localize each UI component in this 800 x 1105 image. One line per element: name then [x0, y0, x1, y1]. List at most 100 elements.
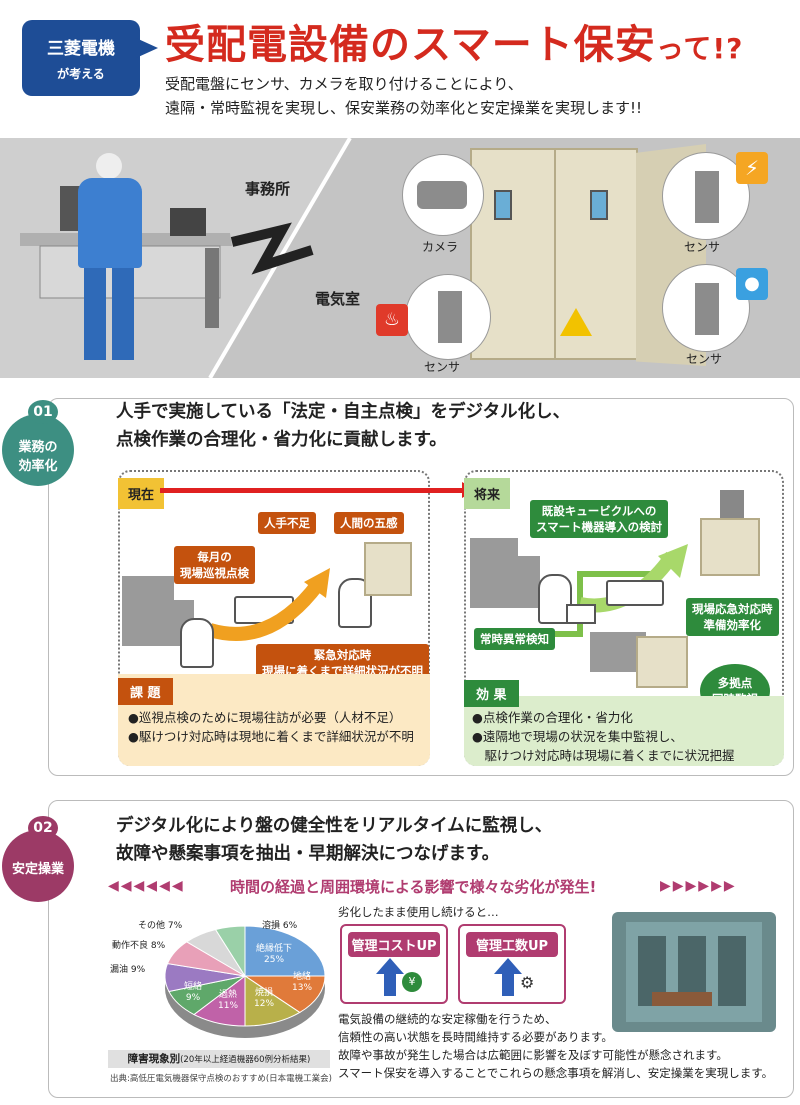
issue-item: ●巡視点検のために現場往訪が必要（人材不足） [128, 710, 402, 725]
trend-left-arrows: ◀◀◀◀◀◀ [108, 878, 185, 894]
callout-patrol: 毎月の現場巡視点検 [174, 546, 255, 584]
warning-icon [560, 308, 592, 336]
continue-text: 劣化したまま使用し続けると… [338, 905, 499, 919]
section-02-number: 02 [28, 816, 58, 840]
office-label: 事務所 [245, 180, 291, 198]
callout-shortage: 人手不足 [258, 512, 316, 534]
badge-tail [136, 38, 158, 58]
building-icon [122, 576, 174, 646]
effect-item: 駆けつけ対応時は現場に着くまでに状況把握 [472, 748, 735, 763]
section-02-label: 安定操業 [11, 862, 64, 877]
pie-chart [164, 925, 326, 1038]
section-02-badge: 安定操業 [2, 830, 74, 902]
building-icon [514, 556, 540, 608]
section-02-heading: デジタル化により盤の健全性をリアルタイムに監視し、 故障や懸案事項を抽出・早期解… [116, 816, 553, 864]
issue-item: ●駆けつけ対応時は現地に着くまで詳細状況が不明 [128, 729, 414, 744]
pie-slice-1 [243, 975, 326, 1014]
timeline-arrow [160, 488, 470, 493]
work-up-box: 管理工数UP ⚙ [458, 924, 566, 1004]
up-arrow-icon [494, 958, 522, 974]
section-01-box [48, 398, 794, 776]
effect-item: ●遠隔地で現場の状況を集中監視し、 [472, 729, 683, 744]
badge-line1: 三菱電機 [47, 39, 115, 59]
helmet-icon [96, 153, 122, 179]
hero-illustration: 事務所 電気室 カメラ ⚡ センサ ♨ センサ ● センサ [0, 138, 800, 378]
callout-prep: 現場応急対応時準備効率化 [686, 598, 779, 636]
cost-up-label: 管理コストUP [348, 932, 440, 957]
section-01-badge: 業務の 効率化 [2, 414, 74, 486]
callout-detect: 常時異常検知 [474, 628, 555, 650]
water-drop-icon: ● [736, 268, 768, 300]
degraded-breaker-photo [612, 912, 776, 1032]
sensor-circle-left [405, 274, 491, 360]
subtitle-line2: 遠隔・常時監視を実現し、保安業務の効率化と安定操業を実現します!! [165, 99, 643, 117]
cost-up-box: 管理コストUP ¥ [340, 924, 448, 1004]
effect-box [464, 696, 784, 766]
sensor-label-top: センサ [684, 240, 721, 254]
building-icon [470, 538, 518, 608]
worker-leg-right [112, 268, 134, 360]
trend-text: 時間の経過と周囲環境による影響で様々な劣化が発生! [230, 878, 597, 896]
sensor-circle-right [662, 264, 750, 352]
pie-label-malfunction: 動作不良 8% [112, 941, 166, 951]
fire-icon: ♨ [376, 304, 408, 336]
worker-body [78, 178, 142, 268]
sensor-circle-top [662, 152, 750, 240]
truck-icon [606, 580, 664, 606]
pie-slice-2 [244, 975, 301, 1027]
gear-icon: ⚙ [520, 973, 535, 992]
sensor-label-left: センサ [424, 360, 461, 374]
subtitle: 受配電盤にセンサ、カメラを取り付けることにより、 遠隔・常時監視を実現し、保安業… [165, 72, 642, 120]
effect-title: 効 果 [464, 680, 519, 707]
switchboard-cabinet [470, 148, 638, 360]
pie-slice-0 [244, 925, 326, 977]
trend-right-arrows: ▶▶▶▶▶▶ [660, 878, 737, 894]
lightning-icon: ⚡ [736, 152, 768, 184]
pie-label-other: その他 7% [138, 921, 183, 931]
pie-caption: 障害現象別(20年以上経過機器60例分析結果) [108, 1050, 330, 1068]
cabinet-icon [700, 518, 760, 576]
electric-room-label: 電気室 [315, 290, 361, 308]
cabinet-icon [636, 636, 688, 688]
pie-label-oil-leak: 漏油 9% [110, 965, 146, 975]
work-up-label: 管理工数UP [466, 932, 558, 957]
section-01-label1: 業務の [18, 440, 58, 455]
source-note: 出典:高低圧電気機器保守点検のおすすめ(日本電機工業会) [110, 1074, 332, 1084]
cabinet-icon [364, 542, 412, 596]
current-tag: 現在 [118, 478, 165, 509]
sensor-icon [695, 283, 719, 335]
section-01-number: 01 [28, 400, 58, 424]
factory-icon [720, 490, 744, 518]
badge-line2: が考える [57, 67, 105, 81]
brand-badge: 三菱電機 が考える [22, 20, 140, 96]
issue-list: ●巡視点検のために現場往訪が必要（人材不足） ●駆けつけ対応時は現地に着くまで詳… [118, 702, 424, 752]
camera-icon [417, 181, 467, 209]
sensor-icon [695, 171, 719, 223]
subtitle-line1: 受配電盤にセンサ、カメラを取り付けることにより、 [165, 75, 523, 93]
callout-review: 既設キュービクルへのスマート機器導入の検討 [530, 500, 669, 538]
section-01-heading: 人手で実施している「法定・自主点検」をデジタル化し、 点検作業の合理化・省力化に… [116, 402, 571, 450]
sensor-icon [438, 291, 462, 343]
page-title: 受配電設備のスマート保安って!? [165, 22, 744, 68]
sensor-label-right: センサ [686, 352, 723, 366]
issue-title: 課 題 [118, 678, 173, 705]
up-arrow-icon [376, 958, 404, 974]
laptop-icon [566, 604, 596, 624]
yen-icon: ¥ [402, 972, 422, 992]
worker-leg-left [84, 268, 106, 360]
effect-item: ●点検作業の合理化・省力化 [472, 710, 633, 725]
camera-circle [402, 154, 484, 236]
worker-icon [180, 618, 214, 668]
pie-label-melt: 溶損 6% [262, 921, 298, 931]
effect-list: ●点検作業の合理化・省力化 ●遠隔地で現場の状況を集中監視し、 駆けつけ対応時は… [462, 702, 745, 771]
future-tag: 将来 [464, 478, 511, 509]
section-02-box [48, 800, 794, 1098]
camera-label: カメラ [422, 240, 459, 254]
description: 電気設備の継続的な安定稼働を行うため、 信頼性の高い状態を長時間維持する必要があ… [338, 1012, 774, 1080]
orange-arrow [207, 568, 330, 641]
